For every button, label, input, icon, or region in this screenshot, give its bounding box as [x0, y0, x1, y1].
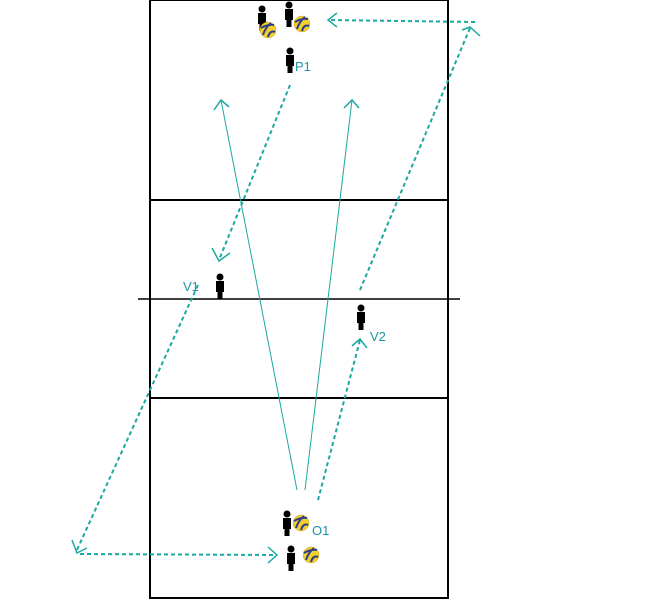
- label-v2: V2: [370, 329, 386, 344]
- solid-paths: [213, 98, 360, 491]
- run-v1: [75, 284, 199, 553]
- ball-icon: [292, 514, 310, 532]
- player-icon: [287, 545, 295, 571]
- ball-icon: [302, 546, 320, 564]
- arrowhead: [71, 539, 88, 555]
- arrowhead: [267, 546, 279, 564]
- pass-p1-v1: [218, 84, 291, 261]
- arrowhead: [326, 12, 338, 28]
- arrowhead: [343, 98, 360, 109]
- label-o1: O1: [312, 523, 329, 538]
- arrowhead: [351, 337, 368, 349]
- arrowhead: [211, 247, 231, 263]
- court: [138, 0, 460, 599]
- ball-icon: [259, 21, 277, 39]
- arrowhead: [213, 98, 230, 111]
- player-v2-icon: [357, 304, 365, 330]
- player-v1-icon: [216, 273, 224, 299]
- run-o1-v2: [317, 339, 361, 501]
- run-to-o1: [79, 553, 278, 556]
- attack-path-left: [220, 99, 298, 491]
- run-to-start: [327, 19, 476, 23]
- player-o1-icon: [283, 510, 291, 536]
- attack-path-right: [304, 99, 353, 491]
- player-p1-icon: [286, 47, 294, 73]
- run-v2: [359, 27, 471, 291]
- label-v1: V1: [183, 279, 199, 294]
- ball-icon: [293, 15, 311, 33]
- label-p1: P1: [295, 59, 311, 74]
- dashed-paths: [71, 12, 481, 564]
- players: [216, 1, 365, 571]
- balls: [259, 15, 320, 564]
- arrowhead: [461, 26, 481, 37]
- player-icon: [285, 1, 293, 27]
